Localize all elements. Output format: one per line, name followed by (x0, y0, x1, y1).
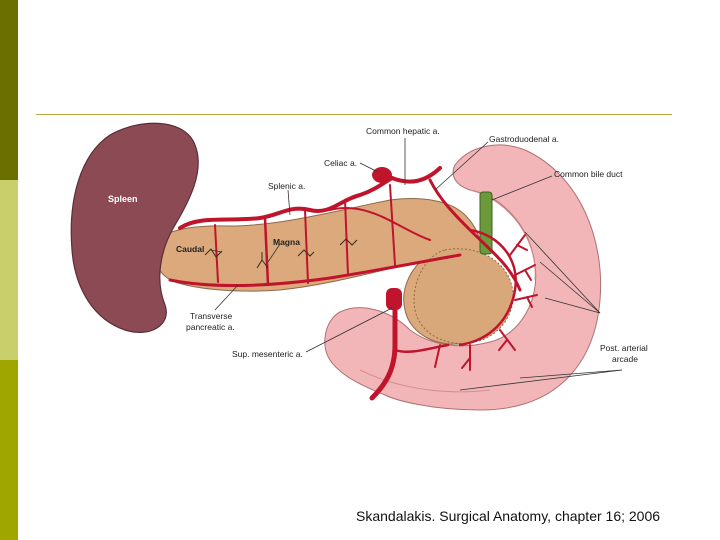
leader-post-arcade (459, 369, 623, 391)
artery-branch (214, 224, 219, 283)
side-bar-medium (0, 360, 18, 540)
artery-twig (498, 329, 516, 351)
artery-branch (393, 343, 450, 353)
sup-mesenteric-origin (386, 288, 402, 310)
duodenum-fold (359, 369, 491, 393)
label-spleen: Spleen (108, 194, 138, 204)
label-caudal: Caudal (176, 244, 204, 254)
artery-branch (263, 216, 270, 287)
pancreaticoduodenal-arcade (458, 228, 518, 347)
label-common-bile-duct: Common bile duct (554, 169, 623, 179)
side-bar-light (0, 180, 18, 360)
label-transverse-line1: Transverse (190, 311, 232, 321)
artery-twig (256, 252, 269, 269)
artery-twig (339, 238, 358, 246)
leader-post-arcade (519, 369, 623, 379)
pancreatic-branches (204, 238, 358, 269)
artery-branch (389, 184, 396, 266)
artery-twig (434, 344, 441, 368)
artery-twig (204, 248, 223, 258)
splenic-artery (178, 176, 394, 230)
citation: Skandalakis. Surgical Anatomy, chapter 1… (356, 508, 661, 524)
duodenal-branches (434, 234, 538, 371)
leader-gastroduodenal (434, 141, 489, 191)
leader-lines (209, 138, 623, 391)
leader-post-arcade (539, 261, 601, 314)
label-post-arterial-line2: arcade (612, 354, 638, 364)
label-magna: Magna (273, 237, 300, 247)
artery-twig (509, 234, 528, 256)
leader-splenic (287, 189, 291, 216)
label-transverse-line2: pancreatic a. (186, 322, 235, 332)
superior-mesenteric-artery (369, 297, 398, 401)
artery-branch (304, 209, 309, 284)
pancreas-head (413, 248, 514, 344)
leader-transverse (214, 284, 239, 311)
leader-magna (267, 243, 281, 263)
artery-branch (329, 207, 431, 241)
artery-twig (297, 249, 315, 257)
leader-sup-mesenteric (305, 307, 393, 353)
label-common-hepatic: Common hepatic a. (366, 126, 440, 136)
celiac-trunk (372, 167, 392, 183)
leader-bile-duct (491, 175, 553, 201)
title-divider (36, 114, 672, 115)
transverse-pancreatic-artery (168, 253, 462, 288)
spleen (70, 122, 199, 333)
artery-twig (514, 294, 538, 308)
leader-post-arcade (544, 297, 601, 314)
leader-post-arcade (524, 231, 601, 314)
label-gastroduodenal: Gastroduodenal a. (489, 134, 559, 144)
side-bar-dark (0, 0, 18, 180)
leader-celiac (359, 162, 379, 173)
label-post-arterial-line1: Post. arterial (600, 343, 648, 353)
common-hepatic-artery (390, 166, 442, 184)
artery-twig (461, 344, 471, 371)
artery-branch (344, 199, 349, 276)
artery-twig (514, 264, 536, 281)
common-bile-duct (479, 191, 493, 255)
label-splenic: Splenic a. (268, 181, 305, 191)
leader-caudal (209, 249, 223, 253)
arteries (168, 166, 522, 401)
label-sup-mesenteric: Sup. mesenteric a. (232, 349, 303, 359)
label-celiac: Celiac a. (324, 158, 357, 168)
